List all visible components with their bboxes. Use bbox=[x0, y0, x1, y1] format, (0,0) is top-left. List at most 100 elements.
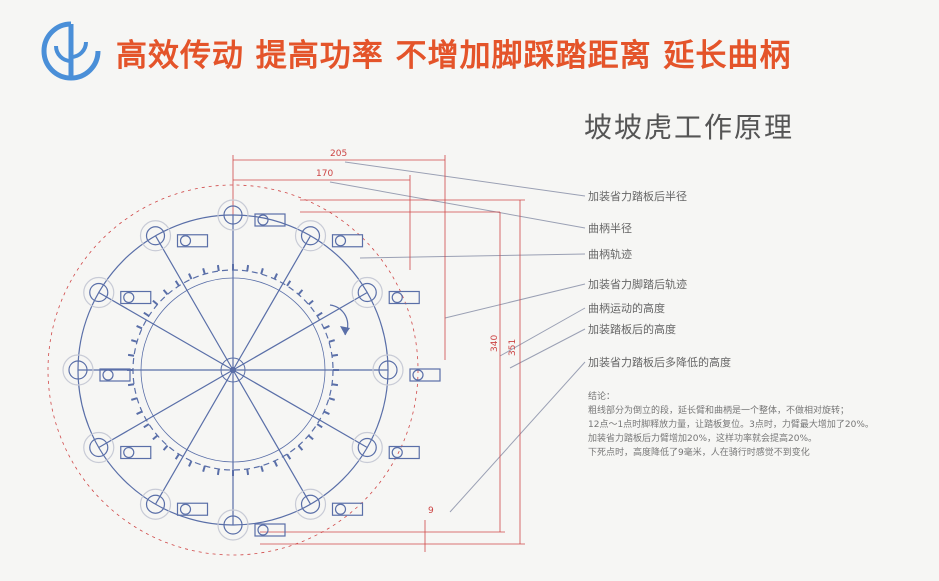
pedal-axle bbox=[391, 446, 403, 459]
chainring-tooth bbox=[136, 325, 143, 330]
chainring-tooth bbox=[273, 273, 278, 280]
pedal-ring bbox=[83, 276, 115, 309]
chainring-tooth bbox=[162, 444, 169, 451]
pedal-ring bbox=[217, 199, 249, 231]
pedal-body bbox=[331, 234, 364, 248]
crank-arm bbox=[232, 369, 312, 505]
crank-arm bbox=[154, 369, 234, 505]
dim-351: 351 bbox=[508, 338, 518, 356]
chainring-tooth bbox=[307, 299, 314, 306]
chainring-tooth bbox=[328, 397, 335, 401]
pedal-ring bbox=[83, 431, 115, 464]
callout-pedal-radius: 加装省力踏板后半径 bbox=[588, 190, 687, 203]
pedal-ring bbox=[139, 220, 172, 252]
chainring-tooth bbox=[152, 299, 159, 306]
crank-arm bbox=[98, 291, 234, 371]
chainring-tooth bbox=[297, 289, 304, 296]
chainring-tooth bbox=[323, 410, 330, 415]
chainring-tooth bbox=[216, 264, 220, 272]
chainring-tooth bbox=[297, 444, 304, 451]
pedal-ring bbox=[62, 354, 94, 386]
pedal-hub bbox=[378, 360, 398, 380]
conclusion-line: 12点～1点时脚释放力量，让踏板复位。3点时，力臂最大增加了20%。 bbox=[588, 420, 874, 430]
pedal-axle bbox=[257, 214, 269, 226]
conclusion-heading: 结论： bbox=[588, 392, 616, 402]
chainring-tooth bbox=[286, 280, 292, 287]
dim-9: 9 bbox=[428, 506, 434, 516]
conclusion-line: 加装省力踏板后力臂增加20%，这样功率就会提高20%。 bbox=[588, 434, 818, 444]
pedal-body bbox=[331, 502, 364, 516]
dim-170: 170 bbox=[316, 169, 334, 179]
pedal-ring bbox=[217, 509, 249, 541]
pedal-axle bbox=[102, 369, 114, 381]
pedal-axle bbox=[123, 446, 135, 459]
chainring-tooth bbox=[131, 397, 138, 401]
conclusion-line: 下死点时，高度降低了9毫米，人在骑行时感觉不到变化 bbox=[588, 448, 810, 458]
pedal-axle bbox=[179, 235, 192, 247]
pedal-hub bbox=[357, 437, 377, 458]
chainring-tooth bbox=[202, 268, 206, 275]
pedal-axle bbox=[123, 291, 135, 304]
pedal-ring bbox=[139, 488, 172, 520]
pedal-body bbox=[120, 290, 152, 305]
pedal-hub bbox=[89, 282, 109, 303]
chainring-tooth bbox=[162, 289, 169, 296]
crank-arm bbox=[232, 291, 368, 371]
chainring-tooth bbox=[316, 423, 323, 429]
chainring-tooth bbox=[246, 468, 250, 476]
pedal-body bbox=[120, 445, 152, 460]
chainring-tooth bbox=[328, 339, 335, 343]
dimension-lines bbox=[47, 155, 525, 556]
chainring-tooth bbox=[307, 434, 314, 441]
pedal-hub bbox=[357, 282, 377, 303]
callout-pedal-track: 加装省力脚踏后轨迹 bbox=[588, 278, 687, 291]
crank-arm bbox=[232, 369, 368, 449]
dim-340: 340 bbox=[490, 334, 500, 352]
pedal-ring bbox=[372, 354, 404, 386]
pedal-ring bbox=[294, 488, 327, 520]
pedal-body bbox=[409, 368, 441, 382]
brand-logo-icon bbox=[41, 21, 101, 81]
conclusion-line: 粗线部分为倒立的段，延长臂和曲柄是一个整体，不做相对旋转； bbox=[588, 406, 850, 416]
pedal-hub bbox=[300, 226, 321, 246]
pedal-hub bbox=[145, 494, 166, 514]
pedal-ring bbox=[351, 276, 383, 309]
chainring-tooth bbox=[136, 410, 143, 415]
conclusion-block: 结论： 粗线部分为倒立的段，延长臂和曲柄是一个整体，不做相对旋转； 12点～1点… bbox=[588, 390, 928, 460]
callout-crank-radius: 曲柄半径 bbox=[588, 222, 632, 235]
pedal-body bbox=[254, 523, 286, 537]
chainring-tooth bbox=[152, 434, 159, 441]
callout-crank-track: 曲柄轨迹 bbox=[588, 248, 632, 261]
chainring-tooth bbox=[174, 280, 180, 287]
pedal-axle bbox=[257, 524, 269, 536]
callout-leaders bbox=[329, 161, 586, 513]
pedal-ring bbox=[351, 431, 383, 464]
pedal-hub bbox=[145, 226, 166, 246]
crank-arms bbox=[62, 199, 441, 541]
header-banner: 高效传动 提高功率 不增加脚踩踏距离 延长曲柄 bbox=[0, 0, 939, 88]
chainring-tooth bbox=[131, 339, 138, 343]
chainring-tooth bbox=[246, 264, 250, 272]
pedal-body bbox=[254, 213, 286, 227]
pedal-axle bbox=[412, 369, 424, 381]
crank-arm bbox=[232, 235, 312, 371]
chainring-tooth bbox=[188, 460, 193, 467]
pedal-axle bbox=[334, 235, 347, 247]
pedal-body bbox=[176, 234, 209, 248]
pedal-hub bbox=[223, 515, 243, 535]
chainring-tooth bbox=[273, 460, 278, 467]
chainring-tooth bbox=[260, 465, 264, 472]
chainring-tooth bbox=[143, 311, 150, 317]
pedal-hub bbox=[300, 494, 321, 514]
chainring-tooth bbox=[331, 353, 339, 357]
crank-arm bbox=[98, 369, 234, 449]
chainring-tooth bbox=[316, 311, 323, 317]
pedal-axle bbox=[391, 291, 403, 304]
pedal-hub bbox=[68, 360, 88, 380]
chainring-tooth bbox=[331, 383, 339, 387]
callout-crank-height: 曲柄运动的高度 bbox=[588, 302, 665, 315]
chainring-tooth bbox=[202, 465, 206, 472]
chainring-tooth bbox=[286, 453, 292, 460]
headline: 高效传动 提高功率 不增加脚踩踏距离 延长曲柄 bbox=[116, 38, 792, 74]
